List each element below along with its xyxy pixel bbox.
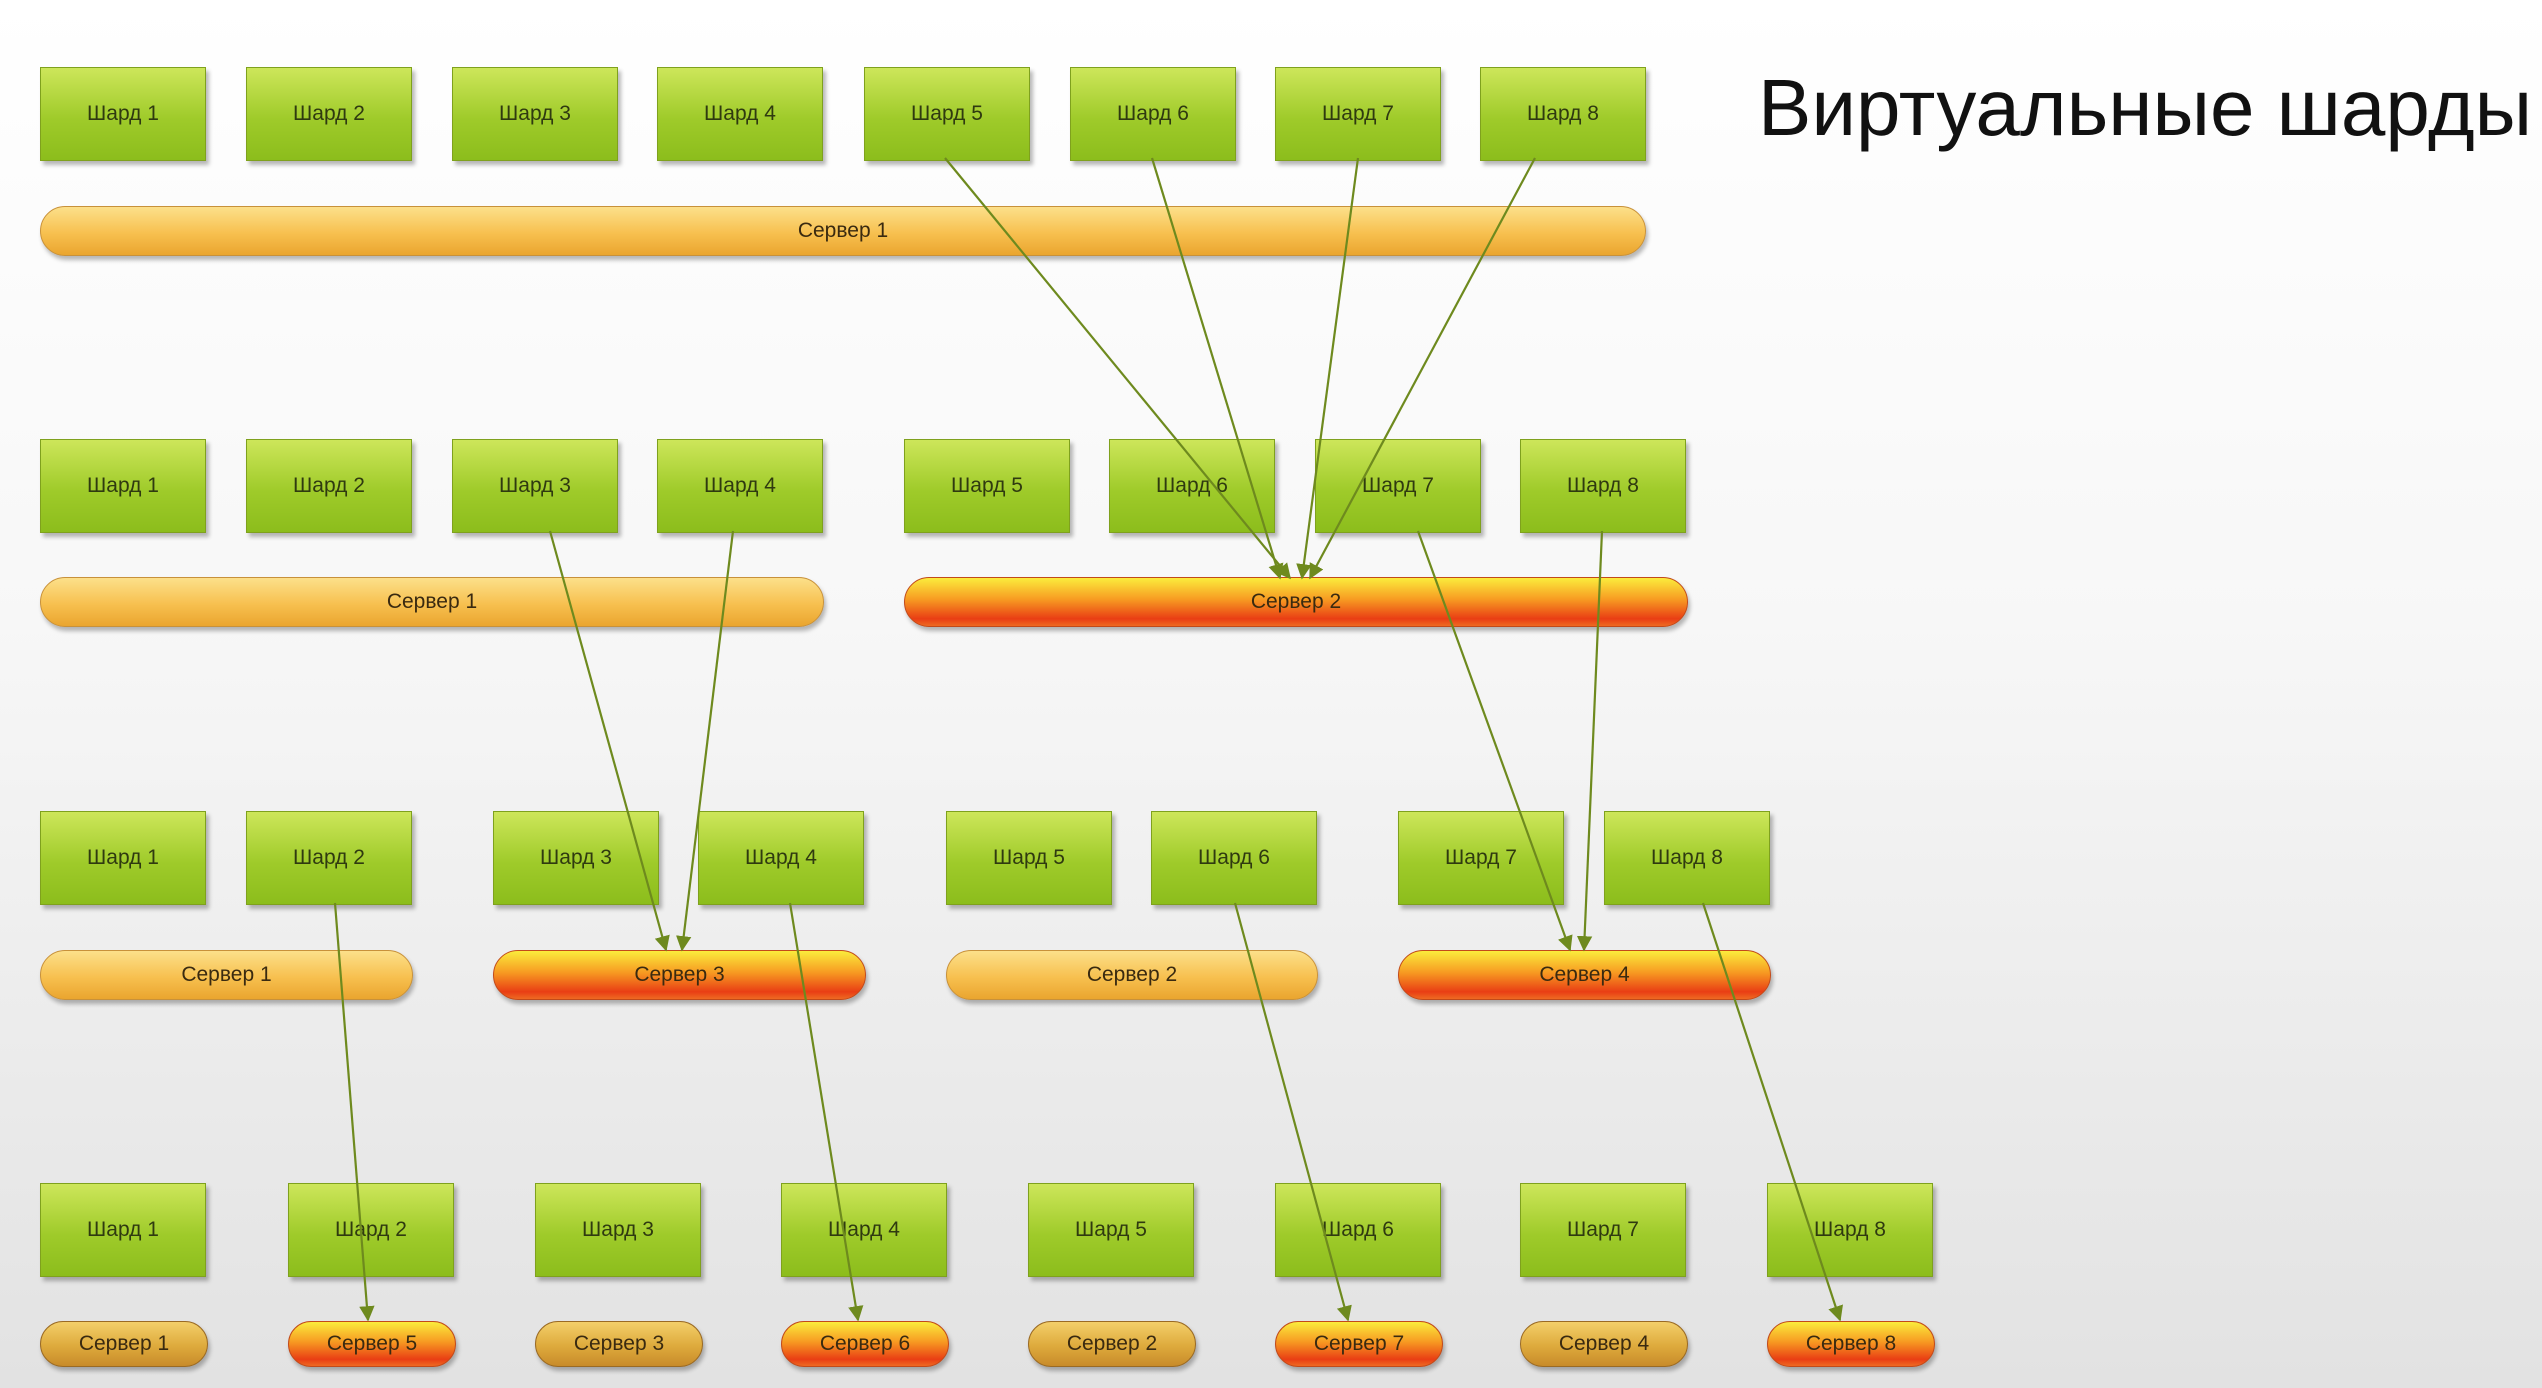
server-bar-row3-4: Сервер 4: [1398, 950, 1771, 1000]
shard-box-row4-7: Шард 7: [1520, 1183, 1686, 1277]
shard-box-row1-6: Шард 6: [1070, 67, 1236, 161]
shard-box-row3-4: Шард 4: [698, 811, 864, 905]
page-title: Виртуальные шарды: [1758, 63, 2533, 152]
server-bar-row4-5: Сервер 2: [1028, 1321, 1196, 1367]
shard-box-row2-1: Шард 1: [40, 439, 206, 533]
shard-box-row1-7: Шард 7: [1275, 67, 1441, 161]
shard-box-row4-6: Шард 6: [1275, 1183, 1441, 1277]
shard-box-row1-1: Шард 1: [40, 67, 206, 161]
shard-box-row1-3: Шард 3: [452, 67, 618, 161]
shard-box-row2-5: Шард 5: [904, 439, 1070, 533]
shard-box-row4-4: Шард 4: [781, 1183, 947, 1277]
shard-box-row1-5: Шард 5: [864, 67, 1030, 161]
shard-box-row3-6: Шард 6: [1151, 811, 1317, 905]
shard-box-row2-6: Шард 6: [1109, 439, 1275, 533]
shard-box-row1-4: Шард 4: [657, 67, 823, 161]
server-bar-row3-1: Сервер 1: [40, 950, 413, 1000]
shard-box-row3-5: Шард 5: [946, 811, 1112, 905]
server-bar-row2-1: Сервер 1: [40, 577, 824, 627]
server-bar-row4-2: Сервер 5: [288, 1321, 456, 1367]
shard-box-row4-8: Шард 8: [1767, 1183, 1933, 1277]
server-bar-row4-8: Сервер 8: [1767, 1321, 1935, 1367]
shard-box-row3-1: Шард 1: [40, 811, 206, 905]
shard-box-row3-2: Шард 2: [246, 811, 412, 905]
shard-box-row3-3: Шард 3: [493, 811, 659, 905]
server-bar-row4-1: Сервер 1: [40, 1321, 208, 1367]
server-bar-row4-4: Сервер 6: [781, 1321, 949, 1367]
shard-box-row4-5: Шард 5: [1028, 1183, 1194, 1277]
server-bar-row4-3: Сервер 3: [535, 1321, 703, 1367]
server-bar-row2-2: Сервер 2: [904, 577, 1688, 627]
shard-box-row2-3: Шард 3: [452, 439, 618, 533]
shard-box-row4-3: Шард 3: [535, 1183, 701, 1277]
shard-box-row2-2: Шард 2: [246, 439, 412, 533]
shard-box-row2-4: Шард 4: [657, 439, 823, 533]
server-bar-row4-6: Сервер 7: [1275, 1321, 1443, 1367]
server-bar-row3-2: Сервер 3: [493, 950, 866, 1000]
shard-box-row4-1: Шард 1: [40, 1183, 206, 1277]
shard-box-row1-8: Шард 8: [1480, 67, 1646, 161]
shard-box-row2-8: Шард 8: [1520, 439, 1686, 533]
server-bar-row4-7: Сервер 4: [1520, 1321, 1688, 1367]
shard-box-row1-2: Шард 2: [246, 67, 412, 161]
shard-box-row3-7: Шард 7: [1398, 811, 1564, 905]
shard-box-row2-7: Шард 7: [1315, 439, 1481, 533]
server-bar-row1-1: Сервер 1: [40, 206, 1646, 256]
shard-box-row4-2: Шард 2: [288, 1183, 454, 1277]
shard-box-row3-8: Шард 8: [1604, 811, 1770, 905]
server-bar-row3-3: Сервер 2: [946, 950, 1318, 1000]
